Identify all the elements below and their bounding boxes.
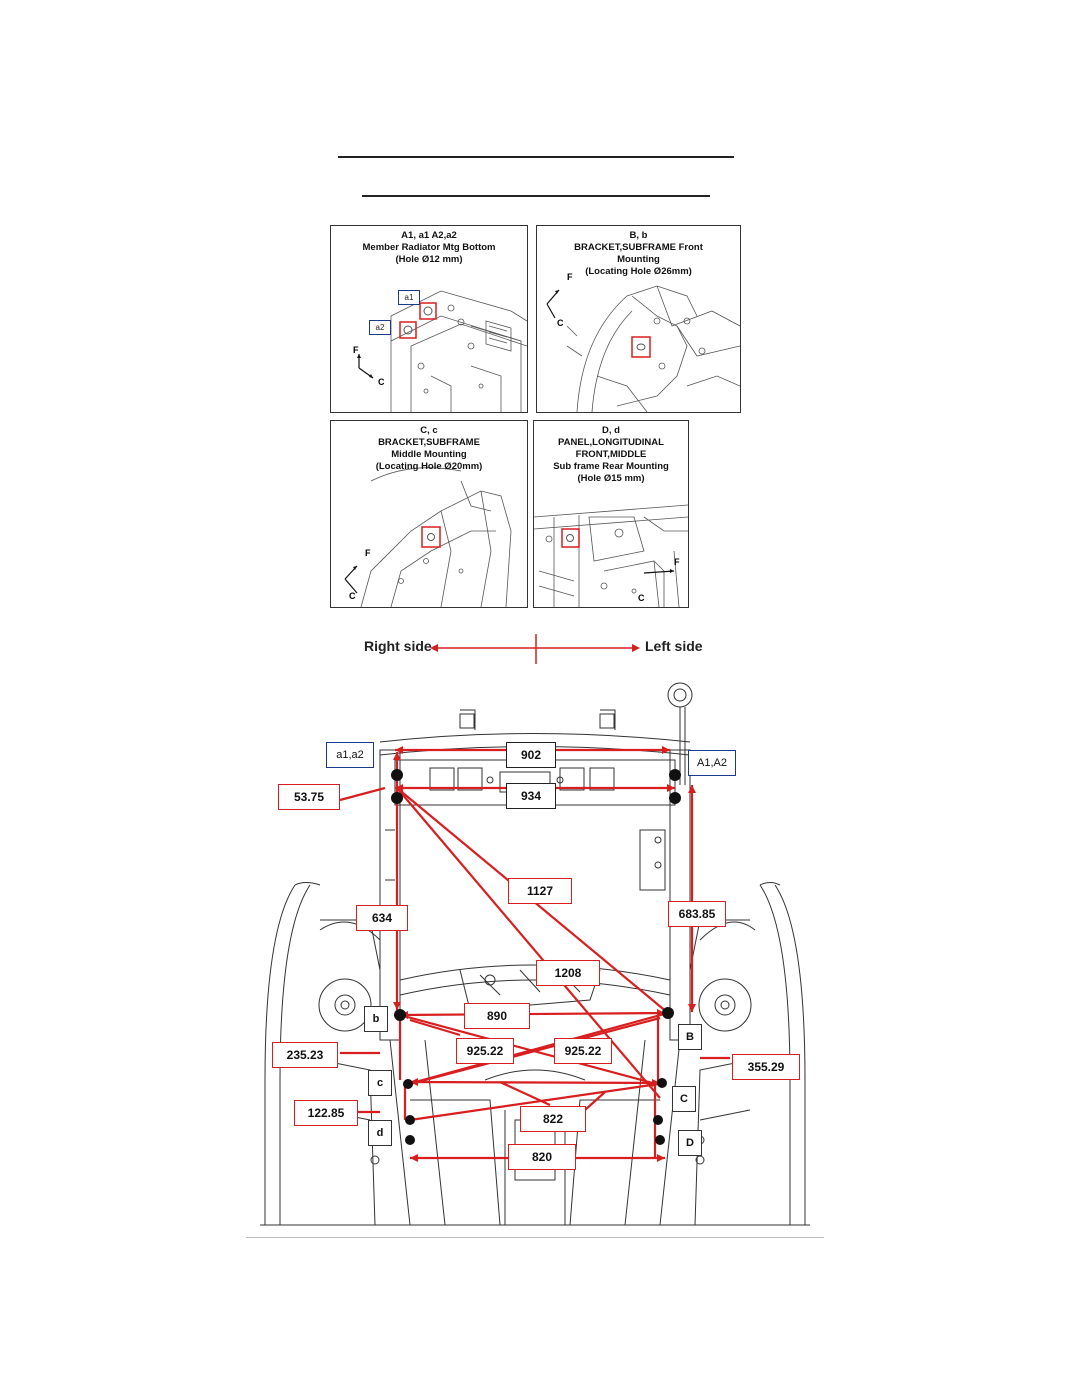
measure-822: 822 [520, 1106, 586, 1132]
panel-d-line-5: (Hole Ø15 mm) [577, 473, 645, 484]
right-side-label: Right side [364, 638, 432, 654]
measure-355-29: 355.29 [732, 1054, 800, 1080]
measure-122-85: 122.85 [294, 1100, 358, 1126]
panel-d-sketch [534, 504, 688, 607]
panel-b-line-3: Mounting [617, 254, 660, 265]
panel-b-sketch [546, 285, 740, 412]
panel-c-line-4: (Locating Hole Ø20mm) [375, 461, 483, 472]
panel-a-line-3: (Hole Ø12 mm) [395, 254, 463, 265]
panel-subframe-middle: C, c BRACKET,SUBFRAME Middle Mounting (L… [330, 420, 528, 608]
panel-subframe-front: B, b BRACKET,SUBFRAME Front Mounting (Lo… [536, 225, 741, 413]
measure-235-23: 235.23 [272, 1042, 338, 1068]
panel-c-title: C, c BRACKET,SUBFRAME Middle Mounting (L… [331, 425, 527, 473]
panel-c-line-1: C, c [420, 425, 438, 436]
point-A1A2-tag: A1,A2 [688, 750, 736, 776]
panel-c-axis-f: F [365, 548, 371, 558]
header-rule-1 [338, 156, 734, 158]
panel-b-line-2: BRACKET,SUBFRAME Front [574, 242, 703, 253]
panel-a-sketch [357, 290, 527, 412]
point-d-tag: d [368, 1120, 392, 1146]
panel-a-axis-c: C [378, 377, 385, 387]
measure-634: 634 [356, 905, 408, 931]
panel-d-axis-c: C [638, 593, 645, 603]
dimension-diagram: a1,a2 A1,A2 b B c C d D 902 934 53.75 11… [260, 680, 810, 1230]
point-c-tag: c [368, 1070, 392, 1096]
panel-d-line-3: FRONT,MIDDLE [575, 449, 647, 460]
panel-d-axis-f: F [674, 557, 680, 567]
tag-a2: a2 [369, 320, 391, 335]
point-B-tag: B [678, 1024, 702, 1050]
measure-1208: 1208 [536, 960, 600, 986]
panel-d-line-2: PANEL,LONGITUDINAL [558, 437, 664, 448]
panel-b-line-1: B, b [629, 230, 648, 241]
measure-820: 820 [508, 1144, 576, 1170]
panel-c-sketch [344, 467, 512, 607]
panel-a-axis-f: F [353, 345, 359, 355]
header-rule-2 [362, 195, 710, 197]
point-C-tag: C [672, 1086, 696, 1112]
panel-b-axis-f: F [567, 272, 573, 282]
panel-b-axis-c: C [557, 318, 564, 328]
panel-d-title: D, d PANEL,LONGITUDINAL FRONT,MIDDLE Sub… [534, 425, 688, 485]
panel-d-line-4: Sub frame Rear Mounting [553, 461, 669, 472]
measure-683-85: 683.85 [668, 901, 726, 927]
point-D-tag: D [678, 1130, 702, 1156]
measure-53-75: 53.75 [278, 784, 340, 810]
point-a1a2-tag: a1,a2 [326, 742, 374, 768]
panel-radiator-mount: A1, a1 A2,a2 Member Radiator Mtg Bottom … [330, 225, 528, 413]
panel-a-line-2: Member Radiator Mtg Bottom [362, 242, 496, 253]
measure-1127: 1127 [508, 878, 572, 904]
left-side-label: Left side [645, 638, 703, 654]
point-b-tag: b [364, 1006, 388, 1032]
measure-902: 902 [506, 742, 556, 768]
panel-b-title: B, b BRACKET,SUBFRAME Front Mounting (Lo… [537, 230, 740, 278]
measure-890: 890 [464, 1003, 530, 1029]
measure-934: 934 [506, 783, 556, 809]
panel-a-title: A1, a1 A2,a2 Member Radiator Mtg Bottom … [331, 230, 527, 266]
side-indicator: Right side Left side [340, 630, 740, 666]
panel-b-line-4: (Locating Hole Ø26mm) [585, 266, 692, 277]
panel-d-line-1: D, d [602, 425, 620, 436]
panel-c-axis-c: C [349, 591, 356, 601]
footer-rule [246, 1237, 824, 1238]
panel-c-line-3: Middle Mounting [391, 449, 467, 460]
measure-925-22-left: 925.22 [456, 1038, 514, 1064]
measure-925-22-right: 925.22 [554, 1038, 612, 1064]
panel-longitudinal-rear: D, d PANEL,LONGITUDINAL FRONT,MIDDLE Sub… [533, 420, 689, 608]
tag-a1: a1 [398, 290, 420, 305]
side-arrows [430, 634, 640, 664]
panel-c-line-2: BRACKET,SUBFRAME [378, 437, 480, 448]
panel-a-line-1: A1, a1 A2,a2 [401, 230, 457, 241]
